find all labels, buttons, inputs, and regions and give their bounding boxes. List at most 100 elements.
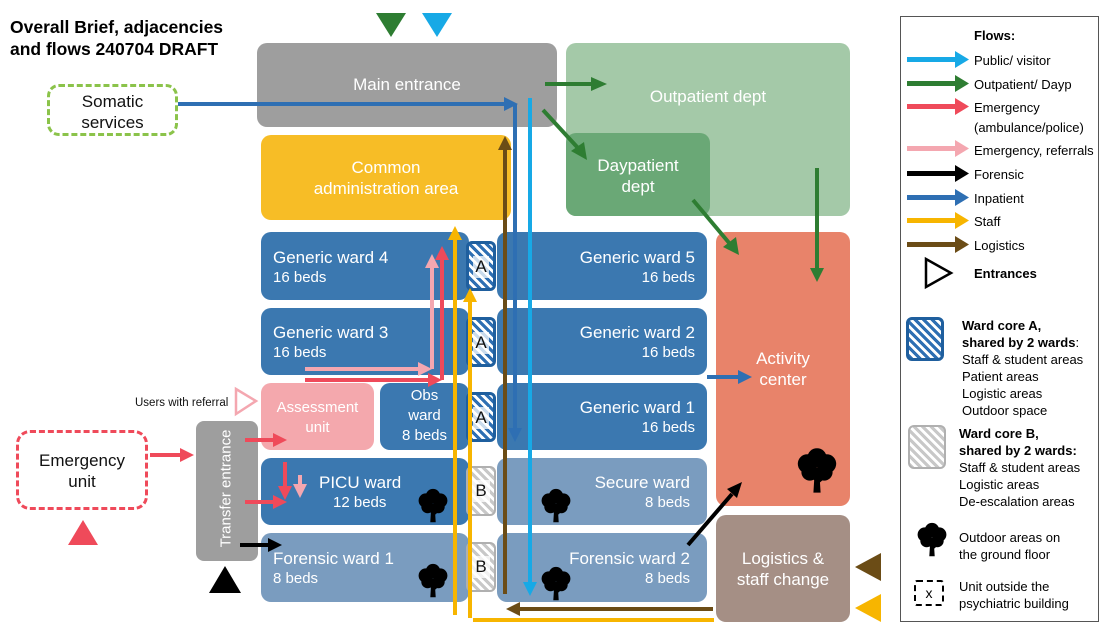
legend-arrow-referrals xyxy=(907,140,969,157)
core-a-2-label: A xyxy=(473,332,489,354)
legend-core-a-title: Ward core A, xyxy=(962,318,1042,333)
legend-core-a-item-4: Outdoor space xyxy=(962,403,1048,418)
legend-emergency-2: (ambulance/police) xyxy=(974,120,1084,135)
picu-beds: 12 beds xyxy=(333,494,387,511)
entrance-triangle-emergency xyxy=(68,520,98,545)
entrance-triangle-outpatient xyxy=(376,13,406,37)
forensic-2-beds: 8 beds xyxy=(644,570,690,587)
ward-core-b-2: B xyxy=(466,542,496,592)
logistics-box: Logistics & staff change xyxy=(716,515,850,622)
legend-arrow-inpatient xyxy=(907,189,969,206)
inpatient-arrowhead-1 xyxy=(504,97,518,111)
emergency-arrowhead-5 xyxy=(293,484,307,498)
logistics-arrowhead-1 xyxy=(498,136,512,150)
legend-arrow-outpatient xyxy=(907,75,969,92)
legend-tree-icon xyxy=(916,522,948,558)
legend-core-a-item-2: Patient areas xyxy=(962,369,1039,384)
outpatient-arrowhead-4 xyxy=(810,268,824,282)
emergency-arrowhead-3 xyxy=(273,495,287,509)
legend-staff: Staff xyxy=(974,214,1001,229)
activity-label-2: center xyxy=(759,370,807,389)
logistics-label-1: Logistics & xyxy=(741,549,825,568)
legend-core-a-item-3: Logistic areas xyxy=(962,386,1043,401)
legend-panel: Flows: Public/ visitor Outpatient/ Dayp … xyxy=(900,16,1099,622)
tree-icon-forensic-2 xyxy=(540,566,572,602)
core-b-2-label: B xyxy=(472,556,490,578)
entrance-triangle-staff xyxy=(855,594,881,622)
somatic-label-2: services xyxy=(81,113,144,132)
legend-logistics: Logistics xyxy=(974,238,1025,253)
emergency-arrowhead-6 xyxy=(428,373,442,387)
generic-ward-2-beds: 16 beds xyxy=(641,344,695,361)
main-entrance-box: Main entrance xyxy=(257,43,557,127)
emergency-arrowhead-1 xyxy=(180,448,194,462)
daypatient-label-2: dept xyxy=(621,177,655,196)
picu-name: PICU ward xyxy=(319,473,402,492)
assessment-label-2: unit xyxy=(305,419,330,436)
logistics-arrowhead-2 xyxy=(506,602,520,616)
inpatient-arrowhead-2 xyxy=(508,428,522,442)
generic-ward-1-name: Generic ward 1 xyxy=(579,398,695,417)
legend-emergency: Emergency xyxy=(974,100,1040,115)
outpatient-arrowhead-1 xyxy=(591,77,607,91)
legend-forensic: Forensic xyxy=(974,167,1024,182)
outpatient-arrowhead-2 xyxy=(571,142,587,160)
legend-core-a-item-1: Staff & student areas xyxy=(962,352,1084,367)
legend-outside-icon-x: x xyxy=(925,585,933,601)
secure-name: Secure ward xyxy=(594,473,690,492)
legend-outside-2: psychiatric building xyxy=(959,596,1069,611)
generic-ward-3-beds: 16 beds xyxy=(273,344,327,361)
generic-ward-1-beds: 16 beds xyxy=(641,419,695,436)
title-line-1: Overall Brief, adjacencies xyxy=(10,17,224,37)
core-a-1-label: A xyxy=(473,256,489,278)
tree-icon-picu xyxy=(417,488,449,524)
logistics-label-2: staff change xyxy=(736,570,830,589)
forensic-1-name: Forensic ward 1 xyxy=(273,549,394,568)
generic-ward-3-name: Generic ward 3 xyxy=(273,323,389,342)
main-entrance-label: Main entrance xyxy=(353,75,461,94)
legend-outside-icon: x xyxy=(914,580,944,606)
common-admin-box: Common administration area xyxy=(261,135,511,220)
users-referral-label: Users with referral xyxy=(135,397,229,409)
legend-entrance-triangle xyxy=(924,256,954,290)
obs-label-3: 8 beds xyxy=(401,427,448,444)
legend-core-b-item-2: Logistic areas xyxy=(959,477,1040,492)
generic-ward-2-name: Generic ward 2 xyxy=(579,323,695,342)
obs-label-2: ward xyxy=(408,407,441,424)
legend-flow-arrows xyxy=(907,51,969,290)
legend-outpatient: Outpatient/ Dayp xyxy=(974,77,1072,92)
legend-referrals: Emergency, referrals xyxy=(974,143,1094,158)
legend-outdoor-2: the ground floor xyxy=(959,547,1051,562)
ward-core-a-1: A xyxy=(466,241,496,291)
core-a-3-label: A xyxy=(473,407,489,429)
emergency-arrowhead-2 xyxy=(273,433,287,447)
activity-label-1: Activity xyxy=(756,349,810,368)
forensic-arrowhead-2 xyxy=(727,482,742,498)
generic-ward-3-box: Generic ward 3 16 beds xyxy=(261,308,469,375)
forensic-1-beds: 8 beds xyxy=(273,570,319,587)
legend-arrow-logistics xyxy=(907,236,969,253)
tree-icon-forensic-1 xyxy=(417,563,449,599)
title-line-2: and flows 240704 DRAFT xyxy=(10,39,219,59)
emergency-arrowhead-7 xyxy=(435,246,449,260)
forensic-flow xyxy=(240,492,734,547)
legend-outside-1: Unit outside the xyxy=(959,579,1050,594)
legend-arrow-forensic xyxy=(907,165,969,182)
generic-ward-5-name: Generic ward 5 xyxy=(579,248,695,267)
legend-core-b-swatch xyxy=(908,425,946,469)
daypatient-dept-box: Daypatient dept xyxy=(566,133,710,216)
legend-core-b-item-1: Staff & student areas xyxy=(959,460,1081,475)
outpatient-arrowhead-3 xyxy=(723,237,739,255)
legend-public: Public/ visitor xyxy=(974,53,1051,68)
outpatient-flow xyxy=(541,82,819,270)
entrance-triangle-public xyxy=(422,13,452,37)
entrance-triangle-referral xyxy=(234,386,259,417)
secure-beds: 8 beds xyxy=(644,494,690,511)
common-admin-label-2: administration area xyxy=(313,179,459,198)
inpatient-arrowhead-3 xyxy=(738,370,752,384)
transfer-entrance-box: Transfer entrance xyxy=(196,421,258,561)
emergency-unit-box: Emergency unit xyxy=(16,430,148,510)
diagram-title: Overall Brief, adjacencies and flows 240… xyxy=(10,16,223,60)
logistics-flow xyxy=(503,148,713,611)
referral-arrowhead-2 xyxy=(418,362,432,376)
